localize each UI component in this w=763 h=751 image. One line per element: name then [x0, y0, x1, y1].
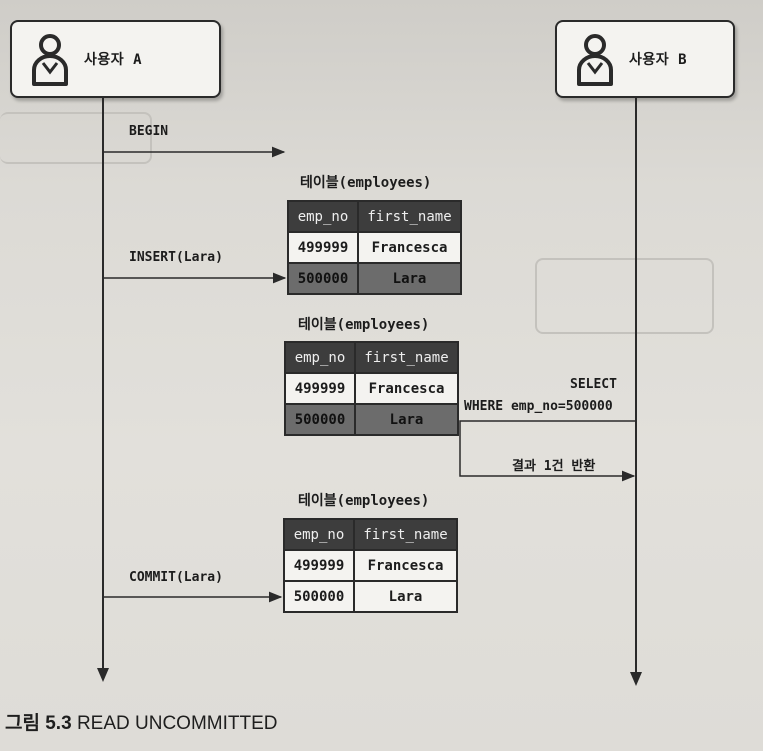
column-header: emp_no [284, 341, 356, 374]
table-cell: 500000 [287, 262, 359, 295]
begin-label: BEGIN [129, 124, 169, 139]
user-icon [577, 34, 613, 86]
employees-table-2: emp_no first_name 499999 Francesca 50000… [284, 341, 459, 436]
user-icon [32, 34, 68, 86]
table-2-title: 테이블(employees) [298, 317, 430, 333]
column-header: first_name [357, 200, 462, 233]
lifeline-b-end-arrow [630, 672, 642, 686]
table-header-row: emp_no first_name [283, 518, 458, 551]
select-arrow [459, 420, 636, 482]
table-row-uncommitted: 500000 Lara [284, 403, 459, 436]
table-row: 499999 Francesca [287, 231, 462, 264]
table-row: 499999 Francesca [284, 372, 459, 405]
table-3-title: 테이블(employees) [298, 493, 430, 509]
actor-b-label: 사용자 B [629, 52, 687, 68]
table-cell: 500000 [283, 580, 355, 613]
table-cell: Francesca [357, 231, 462, 264]
table-row-uncommitted: 500000 Lara [287, 262, 462, 295]
figure-caption: 그림 5.3 READ UNCOMMITTED [5, 708, 278, 735]
table-1-title: 테이블(employees) [300, 175, 432, 191]
table-cell: 499999 [284, 372, 356, 405]
table-cell: 499999 [287, 231, 359, 264]
figure-title: READ UNCOMMITTED [76, 713, 278, 734]
result-label: 결과 1건 반환 [512, 459, 596, 474]
table-header-row: emp_no first_name [287, 200, 462, 233]
table-cell: Lara [357, 262, 462, 295]
table-cell: 500000 [284, 403, 356, 436]
insert-label: INSERT(Lara) [129, 250, 223, 265]
column-header: emp_no [287, 200, 359, 233]
actor-a-box: 사용자 A [10, 20, 221, 98]
table-cell: 499999 [283, 549, 355, 582]
actor-b-box: 사용자 B [555, 20, 735, 98]
actor-a-label: 사용자 A [84, 52, 142, 68]
figure-number: 그림 5.3 [5, 713, 72, 734]
column-header: emp_no [283, 518, 355, 551]
ghost-box [0, 112, 152, 164]
employees-table-1: emp_no first_name 499999 Francesca 50000… [287, 200, 462, 295]
ghost-box [535, 258, 714, 334]
table-cell: Lara [353, 580, 458, 613]
table-cell: Francesca [354, 372, 459, 405]
lifeline-a-end-arrow [97, 668, 109, 682]
table-cell: Lara [354, 403, 459, 436]
select-where-label: WHERE emp_no=500000 [464, 399, 613, 414]
table-row: 500000 Lara [283, 580, 458, 613]
table-row: 499999 Francesca [283, 549, 458, 582]
column-header: first_name [354, 341, 459, 374]
select-label: SELECT [570, 377, 617, 392]
commit-label: COMMIT(Lara) [129, 570, 223, 585]
employees-table-3: emp_no first_name 499999 Francesca 50000… [283, 518, 458, 613]
table-header-row: emp_no first_name [284, 341, 459, 374]
column-header: first_name [353, 518, 458, 551]
table-cell: Francesca [353, 549, 458, 582]
